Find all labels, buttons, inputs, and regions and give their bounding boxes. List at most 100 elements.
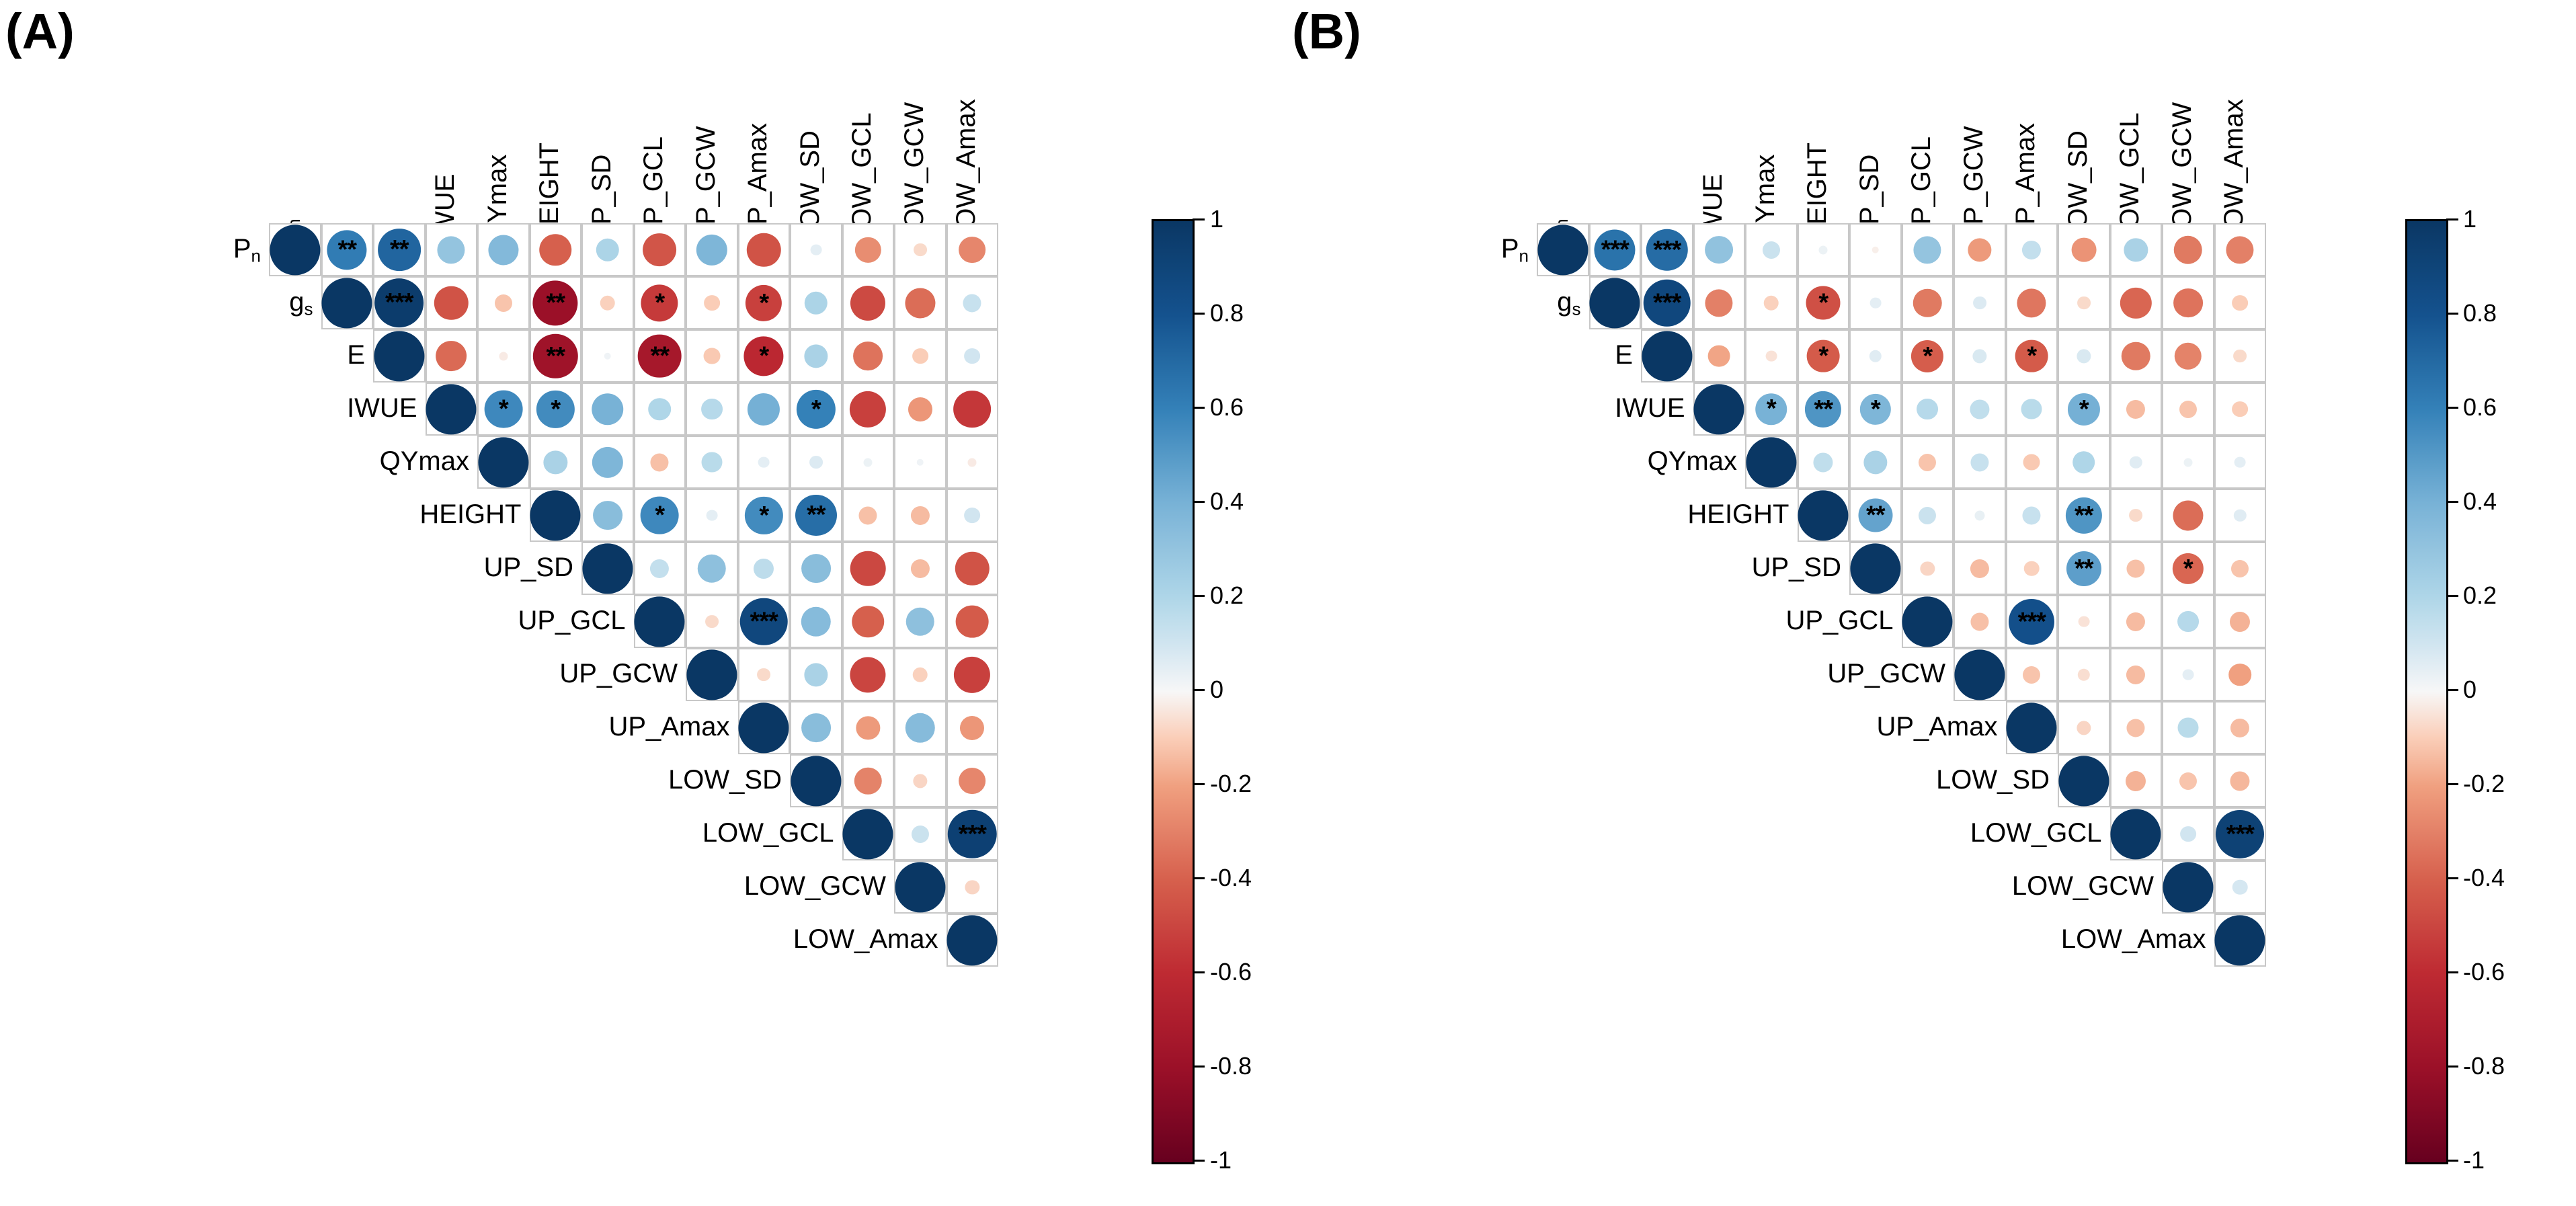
matrix-cell[interactable]	[2109, 383, 2162, 436]
matrix-cell[interactable]	[477, 223, 530, 276]
matrix-cell[interactable]	[1797, 436, 1849, 489]
matrix-cell[interactable]	[946, 701, 998, 754]
matrix-cell[interactable]	[946, 383, 998, 436]
matrix-cell[interactable]	[946, 860, 998, 914]
matrix-cell[interactable]	[894, 860, 947, 914]
matrix-cell[interactable]	[2162, 383, 2214, 436]
matrix-cell[interactable]	[2109, 542, 2162, 595]
matrix-cell[interactable]	[1745, 436, 1798, 489]
matrix-cell[interactable]	[737, 542, 790, 595]
matrix-cell[interactable]: **	[2058, 542, 2110, 595]
matrix-cell[interactable]	[946, 914, 998, 967]
matrix-cell[interactable]	[1797, 489, 1849, 542]
matrix-cell[interactable]	[894, 329, 947, 383]
matrix-cell[interactable]: *	[2058, 383, 2110, 436]
matrix-cell[interactable]	[2109, 595, 2162, 648]
matrix-cell[interactable]	[946, 223, 998, 276]
matrix-cell[interactable]	[946, 436, 998, 489]
matrix-cell[interactable]	[842, 383, 894, 436]
matrix-cell[interactable]	[790, 648, 842, 701]
matrix-cell[interactable]	[633, 383, 686, 436]
matrix-cell[interactable]	[2214, 754, 2266, 807]
matrix-cell[interactable]	[425, 223, 477, 276]
matrix-cell[interactable]	[894, 276, 947, 329]
matrix-cell[interactable]	[269, 223, 321, 276]
matrix-cell[interactable]	[2162, 329, 2214, 383]
matrix-cell[interactable]	[529, 223, 581, 276]
matrix-cell[interactable]	[477, 329, 530, 383]
matrix-cell[interactable]: ***	[2005, 595, 2058, 648]
matrix-cell[interactable]	[2214, 329, 2266, 383]
matrix-cell[interactable]	[842, 542, 894, 595]
matrix-cell[interactable]	[686, 542, 738, 595]
matrix-cell[interactable]	[529, 489, 581, 542]
matrix-cell[interactable]	[477, 436, 530, 489]
matrix-cell[interactable]: **	[790, 489, 842, 542]
matrix-cell[interactable]	[633, 223, 686, 276]
matrix-cell[interactable]	[2109, 329, 2162, 383]
matrix-cell[interactable]	[790, 276, 842, 329]
matrix-cell[interactable]	[2214, 914, 2266, 967]
matrix-cell[interactable]	[2109, 276, 2162, 329]
matrix-cell[interactable]	[1901, 489, 1954, 542]
matrix-cell[interactable]: *	[1901, 329, 1954, 383]
matrix-cell[interactable]	[842, 489, 894, 542]
matrix-cell[interactable]	[946, 754, 998, 807]
matrix-cell[interactable]	[686, 223, 738, 276]
matrix-cell[interactable]: ***	[737, 595, 790, 648]
matrix-cell[interactable]	[1901, 436, 1954, 489]
matrix-cell[interactable]	[1693, 383, 1745, 436]
matrix-cell[interactable]	[894, 223, 947, 276]
matrix-cell[interactable]	[2214, 276, 2266, 329]
matrix-cell[interactable]	[2005, 276, 2058, 329]
matrix-cell[interactable]: *	[737, 489, 790, 542]
matrix-cell[interactable]	[2058, 436, 2110, 489]
matrix-cell[interactable]	[686, 595, 738, 648]
matrix-cell[interactable]	[2109, 223, 2162, 276]
matrix-cell[interactable]: ***	[1588, 223, 1641, 276]
matrix-cell[interactable]: *	[1849, 383, 1902, 436]
matrix-cell[interactable]	[1901, 276, 1954, 329]
matrix-cell[interactable]	[529, 436, 581, 489]
matrix-cell[interactable]	[2162, 276, 2214, 329]
matrix-cell[interactable]: *	[477, 383, 530, 436]
matrix-cell[interactable]	[581, 542, 634, 595]
matrix-cell[interactable]	[894, 542, 947, 595]
matrix-cell[interactable]: **	[321, 223, 373, 276]
matrix-cell[interactable]	[1745, 329, 1798, 383]
matrix-cell[interactable]	[425, 383, 477, 436]
matrix-cell[interactable]	[790, 542, 842, 595]
matrix-cell[interactable]: *	[1797, 329, 1849, 383]
matrix-cell[interactable]	[1849, 223, 1902, 276]
matrix-cell[interactable]	[2109, 754, 2162, 807]
matrix-cell[interactable]	[894, 754, 947, 807]
matrix-cell[interactable]	[737, 436, 790, 489]
matrix-cell[interactable]	[2214, 489, 2266, 542]
matrix-cell[interactable]	[1849, 436, 1902, 489]
matrix-cell[interactable]	[946, 595, 998, 648]
matrix-cell[interactable]	[1954, 648, 2006, 701]
matrix-cell[interactable]	[1954, 436, 2006, 489]
matrix-cell[interactable]	[2162, 223, 2214, 276]
matrix-cell[interactable]	[425, 276, 477, 329]
matrix-cell[interactable]	[686, 648, 738, 701]
matrix-cell[interactable]	[737, 648, 790, 701]
matrix-cell[interactable]	[2109, 489, 2162, 542]
matrix-cell[interactable]	[2058, 223, 2110, 276]
matrix-cell[interactable]: ***	[1641, 223, 1693, 276]
matrix-cell[interactable]	[581, 436, 634, 489]
matrix-cell[interactable]	[2058, 329, 2110, 383]
matrix-cell[interactable]	[633, 595, 686, 648]
matrix-cell[interactable]	[1797, 223, 1849, 276]
matrix-cell[interactable]: ***	[1641, 276, 1693, 329]
matrix-cell[interactable]	[2005, 648, 2058, 701]
matrix-cell[interactable]	[1901, 223, 1954, 276]
matrix-cell[interactable]	[842, 595, 894, 648]
matrix-cell[interactable]	[842, 648, 894, 701]
matrix-cell[interactable]	[2005, 542, 2058, 595]
matrix-cell[interactable]	[1954, 542, 2006, 595]
matrix-cell[interactable]	[581, 383, 634, 436]
matrix-cell[interactable]	[1693, 223, 1745, 276]
matrix-cell[interactable]	[2162, 595, 2214, 648]
matrix-cell[interactable]	[1901, 542, 1954, 595]
